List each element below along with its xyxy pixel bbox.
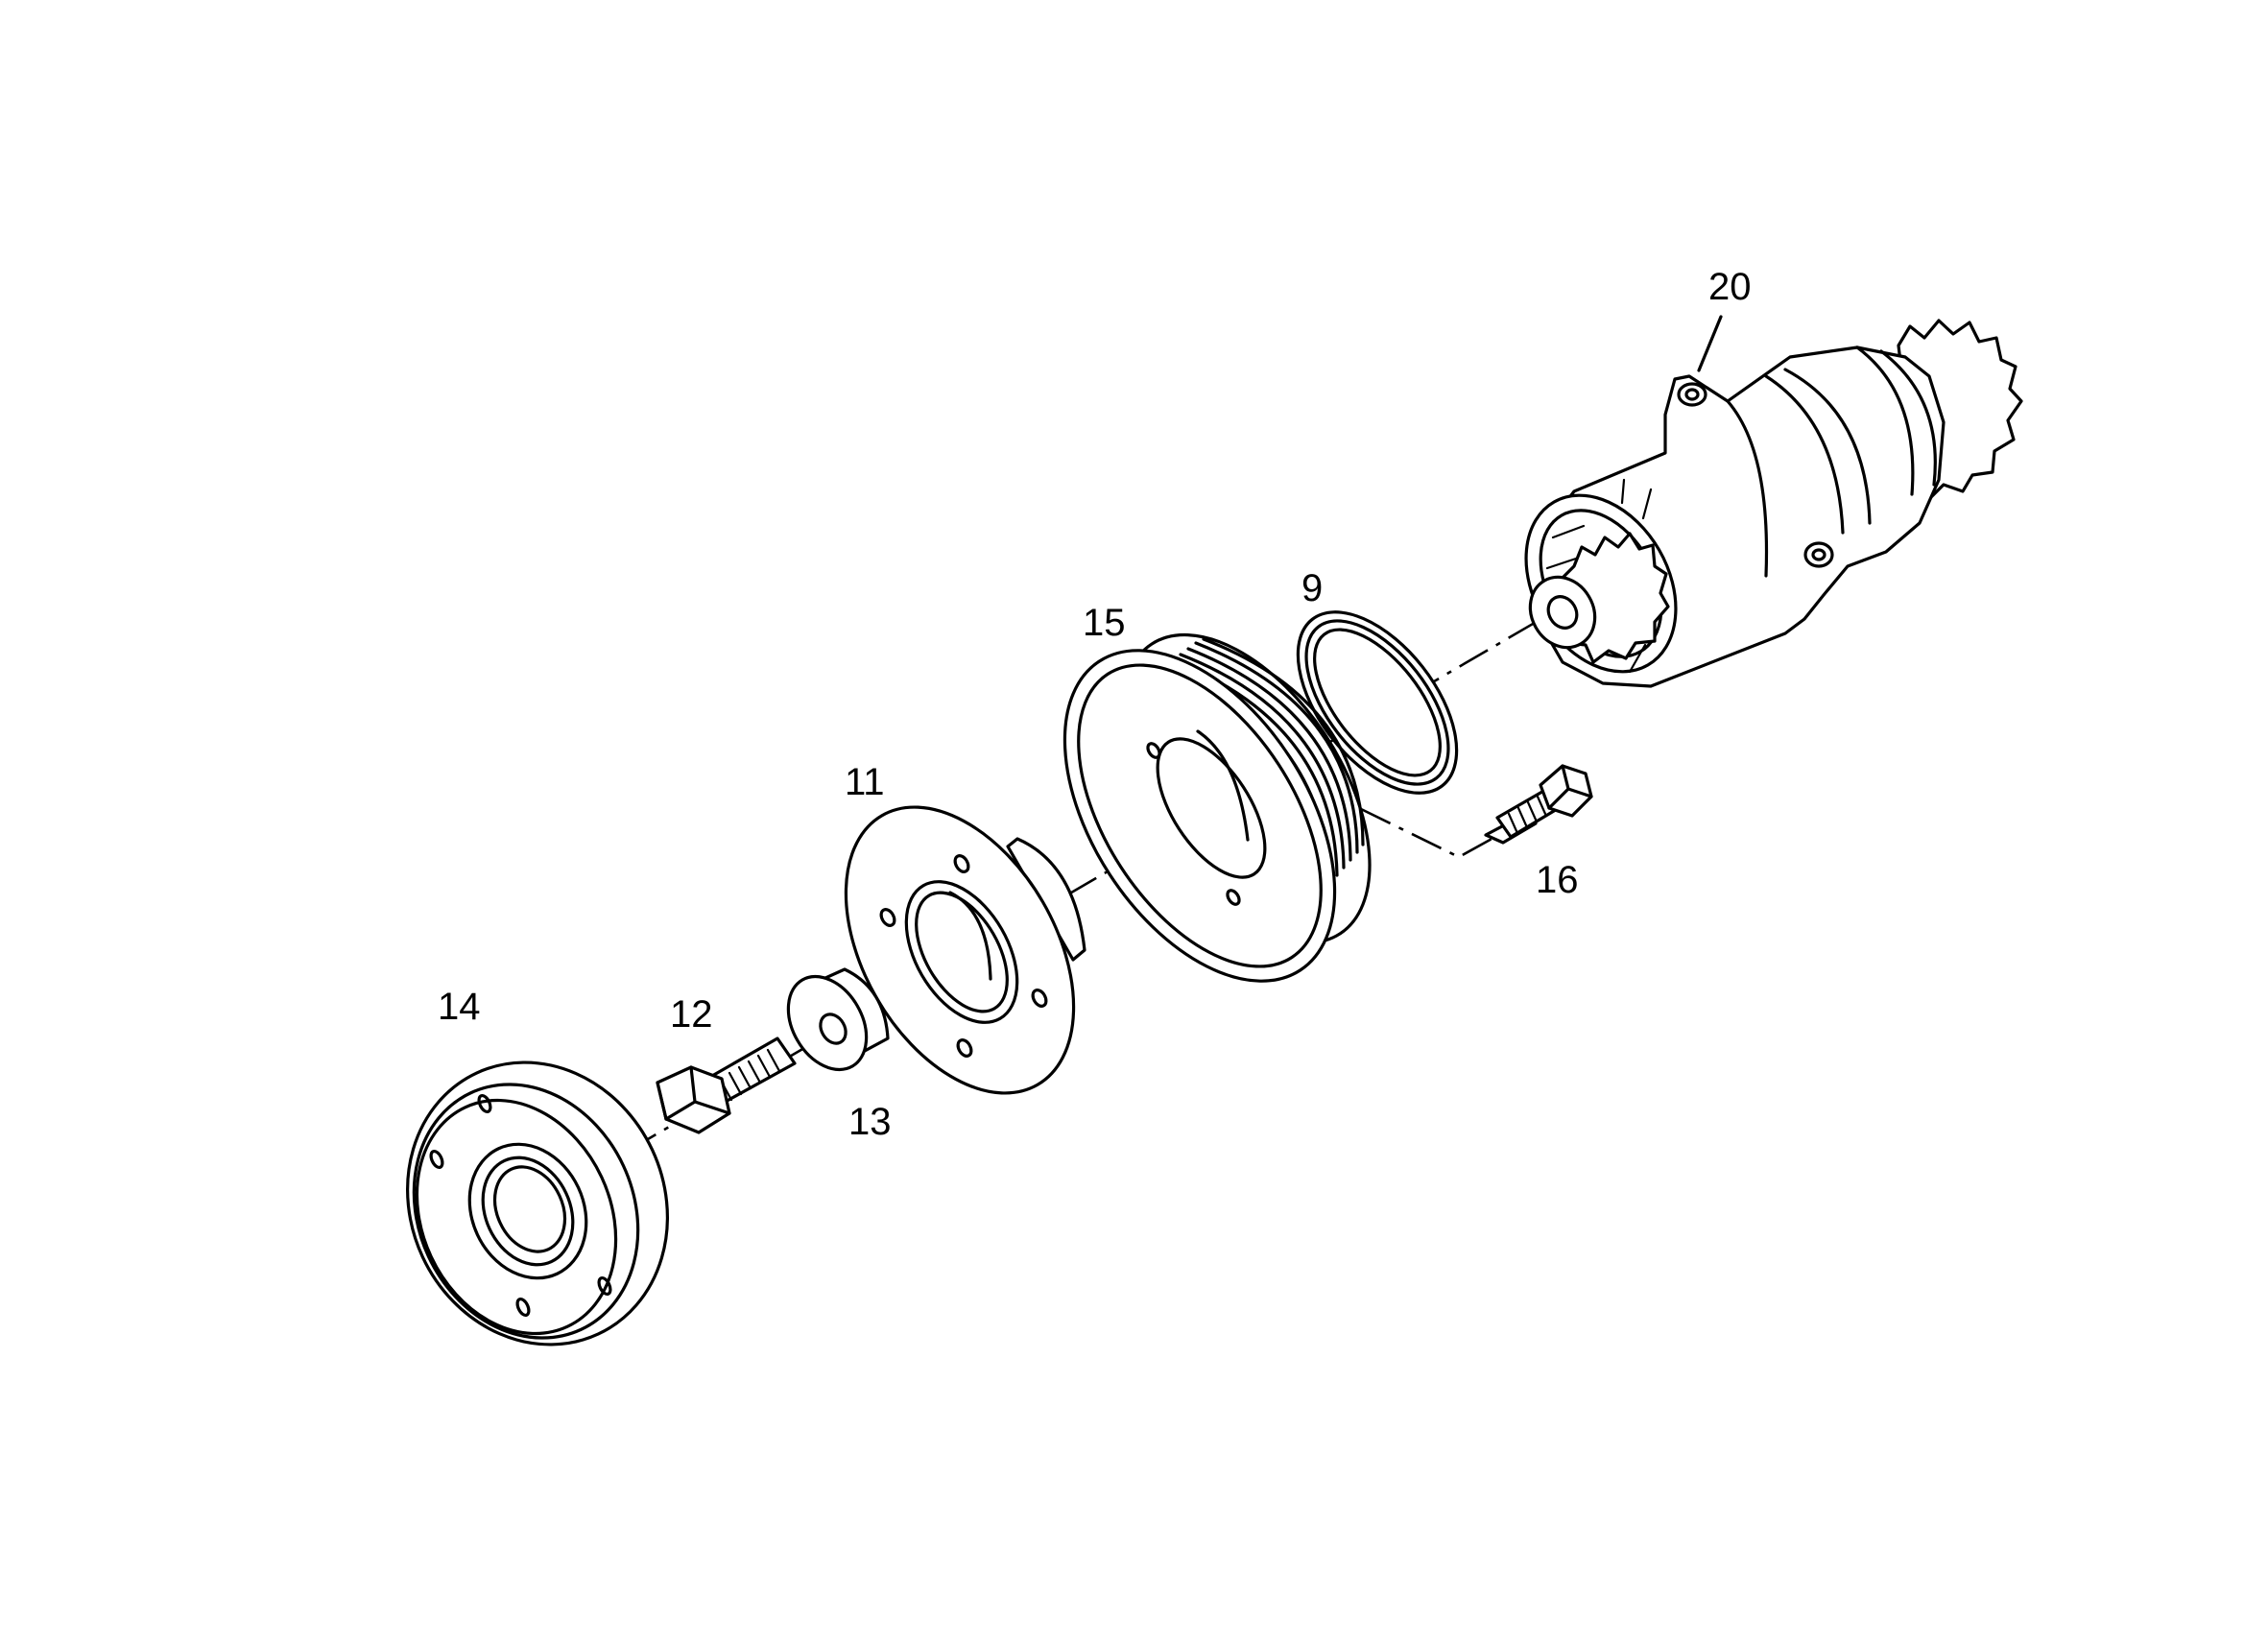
bolt-16-axis-line (1360, 807, 1496, 859)
callout-label-20: 20 (1708, 266, 1752, 308)
ring-part-9 (1296, 610, 1459, 795)
leader-line-20 (1697, 315, 1723, 372)
callout-label-11: 11 (845, 761, 885, 803)
damper-cover-part-14 (406, 1060, 669, 1346)
hub-flange-part-11 (844, 805, 1086, 1095)
callout-label-15: 15 (1083, 602, 1126, 644)
callout-label-16: 16 (1536, 859, 1579, 901)
washer-part-13 (786, 967, 890, 1072)
callout-label-9: 9 (1301, 567, 1323, 609)
bolt-part-16 (1484, 764, 1593, 845)
bolt-part-12 (656, 1036, 797, 1134)
starter-drive-assembly-part-20 (1524, 319, 2023, 688)
callout-label-13: 13 (848, 1101, 892, 1143)
callout-label-14: 14 (438, 986, 481, 1028)
callout-label-12: 12 (670, 993, 713, 1036)
pulley-part-15 (1062, 632, 1372, 983)
